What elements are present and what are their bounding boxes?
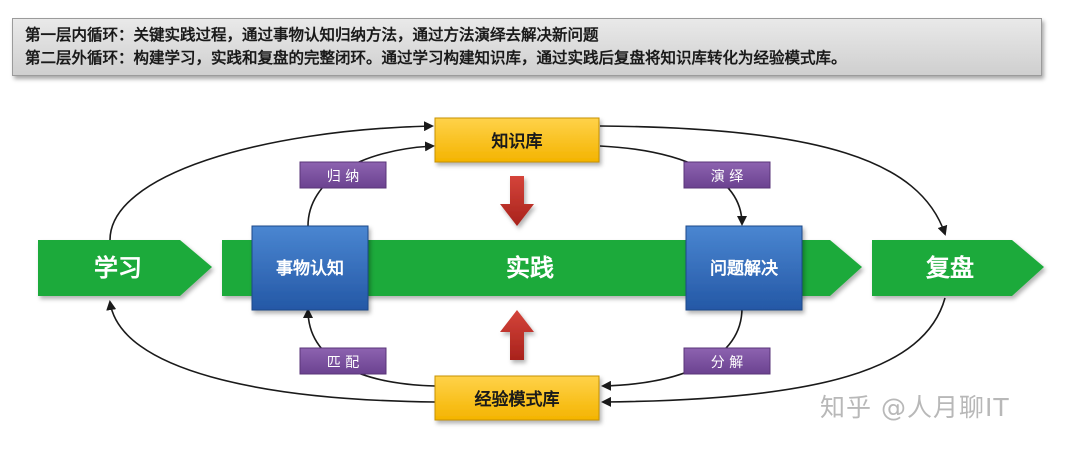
deduction-tag (683, 161, 771, 189)
outer-arrow-learn-to-knowledge (109, 121, 434, 241)
stage-learn-label: 学习 (94, 254, 142, 282)
knowledge-base-label: 知识库 (491, 131, 543, 152)
cognition-label: 事物认知 (276, 258, 344, 279)
stage-review-label: 复盘 (925, 254, 974, 282)
outer-arrow-knowledge-to-review (599, 125, 948, 236)
outer-arrow-experience-to-learn (106, 300, 436, 403)
description-box: 第一层内循环：关键实践过程，通过事物认知归纳方法，通过方法演绎去解决新问题 第二… (12, 18, 1042, 76)
stage-review-arrow (872, 240, 1044, 296)
cognition-node (251, 225, 369, 311)
matching-tag (299, 347, 387, 375)
matching-label: 匹 配 (327, 355, 359, 371)
induction-tag (299, 161, 387, 189)
decomposition-tag (683, 347, 771, 375)
problem-solving-label: 问题解决 (710, 258, 779, 279)
watermark: 知乎 @人月聊IT (820, 393, 1010, 422)
experience-base-box (434, 375, 600, 421)
outer-loop-description: 第二层外循环：构建学习，实践和复盘的完整闭环。通过学习构建知识库，通过实践后复盘… (25, 49, 847, 67)
inner-loop-description: 第一层内循环：关键实践过程，通过事物认知归纳方法，通过方法演绎去解决新问题 (25, 26, 599, 44)
problem-solving-node (685, 225, 803, 311)
stage-practice-label: 实践 (506, 254, 554, 282)
experience-up-arrow (500, 310, 534, 360)
decomposition-label: 分 解 (711, 355, 743, 371)
induction-label: 归 纳 (327, 168, 359, 185)
knowledge-base-box (434, 117, 600, 163)
stage-learn-arrow (38, 240, 212, 296)
deduction-label: 演 绎 (711, 169, 743, 185)
experience-base-label: 经验模式库 (475, 389, 560, 410)
outer-arrow-review-to-experience (601, 297, 946, 407)
knowledge-down-arrow (500, 176, 534, 226)
